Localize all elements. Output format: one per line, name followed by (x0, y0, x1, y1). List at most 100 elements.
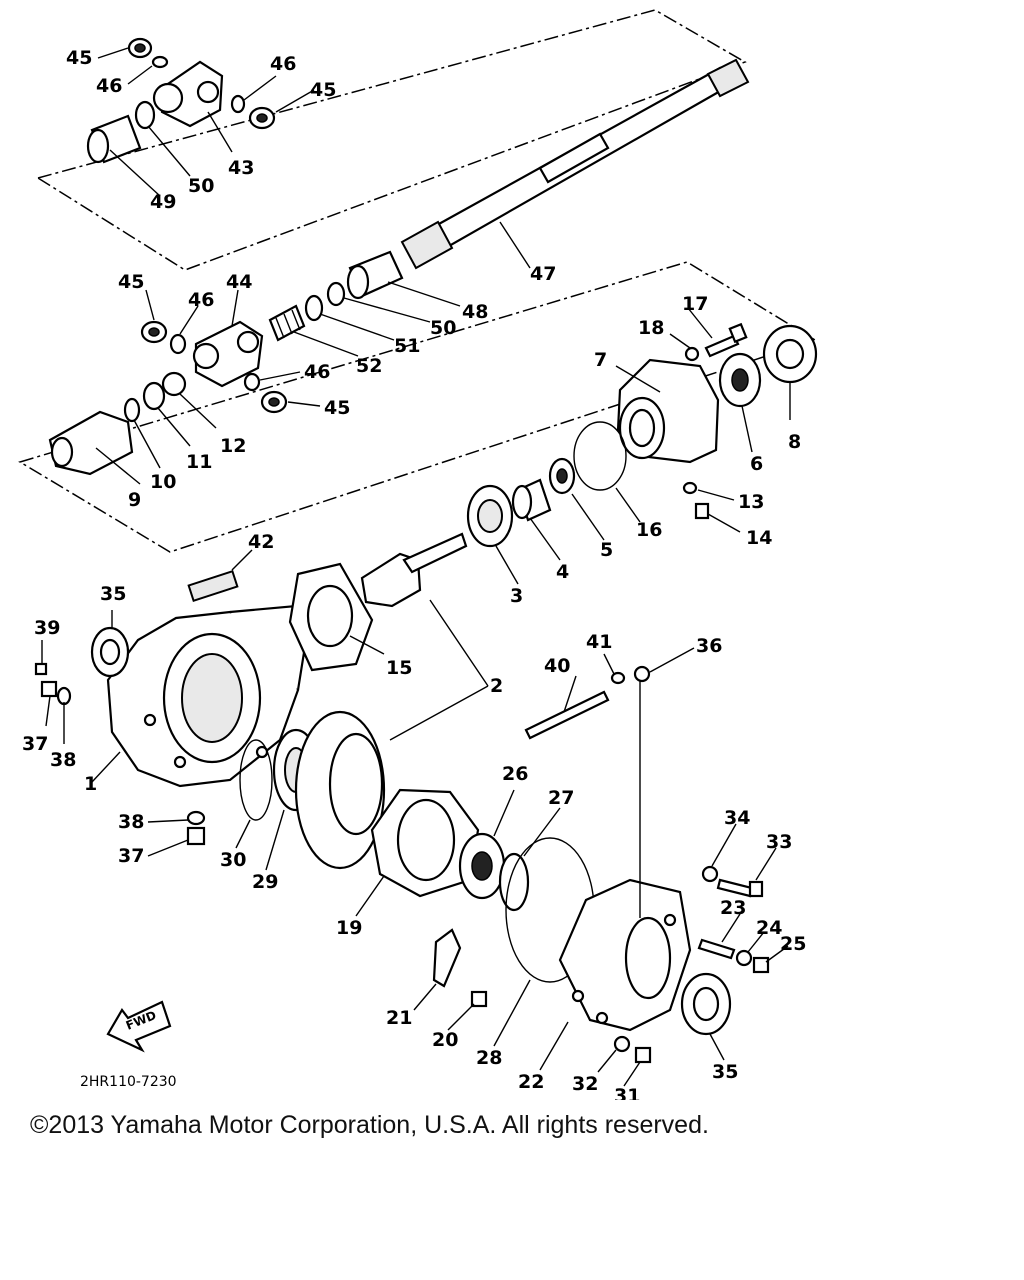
part-25-nut (752, 956, 770, 974)
part-44-universal-joint (192, 320, 264, 388)
callout-20: 20 (432, 1029, 458, 1051)
part-17-bolt (704, 322, 748, 358)
callout-38: 38 (50, 749, 76, 771)
callout-34: 34 (724, 807, 750, 829)
callout-16: 16 (636, 519, 662, 541)
callout-48: 48 (462, 301, 488, 323)
part-11-washer (142, 381, 166, 411)
callout-38: 38 (118, 811, 144, 833)
leader-lines (41, 47, 791, 1087)
part-10-o-ring (123, 397, 141, 423)
callout-40: 40 (544, 655, 570, 677)
part-13-washer (682, 481, 698, 495)
callout-13: 13 (738, 491, 764, 513)
callout-37: 37 (22, 733, 48, 755)
part-27-shim (498, 852, 530, 912)
part-3-bearing (466, 484, 514, 548)
callout-10: 10 (150, 471, 176, 493)
callout-27: 27 (548, 787, 574, 809)
part-22-gear-case-cover (558, 878, 692, 1032)
part-50-circlip-top (134, 100, 156, 130)
callout-46: 46 (304, 361, 330, 383)
callout-43: 43 (228, 157, 254, 179)
callout-46: 46 (96, 75, 122, 97)
part-50-circlip-mid (326, 281, 346, 307)
universal-joint-group-box (18, 261, 817, 553)
callout-35: 35 (712, 1061, 738, 1083)
part-14-plug (694, 502, 710, 520)
callout-2: 2 (490, 675, 503, 697)
callout-1: 1 (84, 773, 97, 795)
callout-31: 31 (614, 1085, 640, 1100)
callout-30: 30 (220, 849, 246, 871)
part-52-spring (268, 304, 306, 342)
callout-15: 15 (386, 657, 412, 679)
part-2-pinion-ring-gear-set (360, 532, 468, 608)
callout-44: 44 (226, 271, 252, 293)
part-36-lever (633, 665, 651, 918)
part-34-washer (701, 865, 719, 883)
part-46-circlip-b (230, 94, 246, 114)
part-20-bolt (470, 990, 488, 1008)
part-ring-gear (294, 710, 386, 870)
part-31-bolt (634, 1046, 652, 1064)
callout-45: 45 (66, 47, 92, 69)
callout-14: 14 (746, 527, 772, 549)
part-7-bearing-housing (616, 358, 720, 464)
part-49-coupling (86, 114, 142, 164)
part-46-circlip-c (169, 333, 187, 355)
part-23-stud-bolt (697, 938, 736, 960)
part-35-oil-seal-right (680, 972, 732, 1036)
part-33-bolt (716, 878, 764, 898)
callout-42: 42 (248, 531, 274, 553)
callout-46: 46 (270, 53, 296, 75)
callout-45: 45 (324, 397, 350, 419)
callout-17: 17 (682, 293, 708, 315)
part-24-washer (735, 949, 753, 967)
callout-50: 50 (188, 175, 214, 197)
driveshaft-group-box (36, 9, 747, 271)
callout-37: 37 (118, 845, 144, 867)
callout-6: 6 (750, 453, 763, 475)
part-30-shim (239, 739, 273, 821)
callout-39: 39 (34, 617, 60, 639)
callout-26: 26 (502, 763, 528, 785)
part-9-yoke (48, 410, 134, 476)
part-45-bearing-cup-d (260, 390, 288, 414)
callout-36: 36 (696, 635, 722, 657)
callout-18: 18 (638, 317, 664, 339)
part-38-gasket-lower (186, 810, 206, 826)
part-18-washer (684, 346, 700, 362)
callout-50: 50 (430, 317, 456, 339)
callout-5: 5 (600, 539, 613, 561)
fwd-arrow-icon: FWD (106, 1000, 172, 1053)
callout-12: 12 (220, 435, 246, 457)
part-37-plug-left (40, 680, 58, 698)
callout-35: 35 (100, 583, 126, 605)
part-48-boot (346, 250, 404, 300)
callout-24: 24 (756, 917, 782, 939)
part-45-bearing-cup-b (248, 106, 276, 130)
callout-25: 25 (780, 933, 806, 955)
part-47-driveshaft (400, 58, 750, 270)
callout-21: 21 (386, 1007, 412, 1029)
part-21-clip (432, 928, 462, 988)
drawing-code: 2HR110-7230 (80, 1074, 177, 1090)
part-32-washer (613, 1035, 631, 1053)
callout-46: 46 (188, 289, 214, 311)
part-39-bolt (34, 662, 48, 676)
part-37-plug-lower (186, 826, 206, 846)
callout-33: 33 (766, 831, 792, 853)
part-46-circlip-a (151, 55, 169, 69)
callout-9: 9 (128, 489, 141, 511)
callout-28: 28 (476, 1047, 502, 1069)
part-38-gasket-left (56, 686, 72, 706)
callout-3: 3 (510, 585, 523, 607)
callout-8: 8 (788, 431, 801, 453)
part-46-circlip-d (243, 372, 261, 392)
callout-4: 4 (556, 561, 569, 583)
part-42-label (187, 570, 239, 602)
callout-49: 49 (150, 191, 176, 213)
part-40-shaft (524, 690, 610, 740)
part-4-spacer (511, 478, 552, 522)
